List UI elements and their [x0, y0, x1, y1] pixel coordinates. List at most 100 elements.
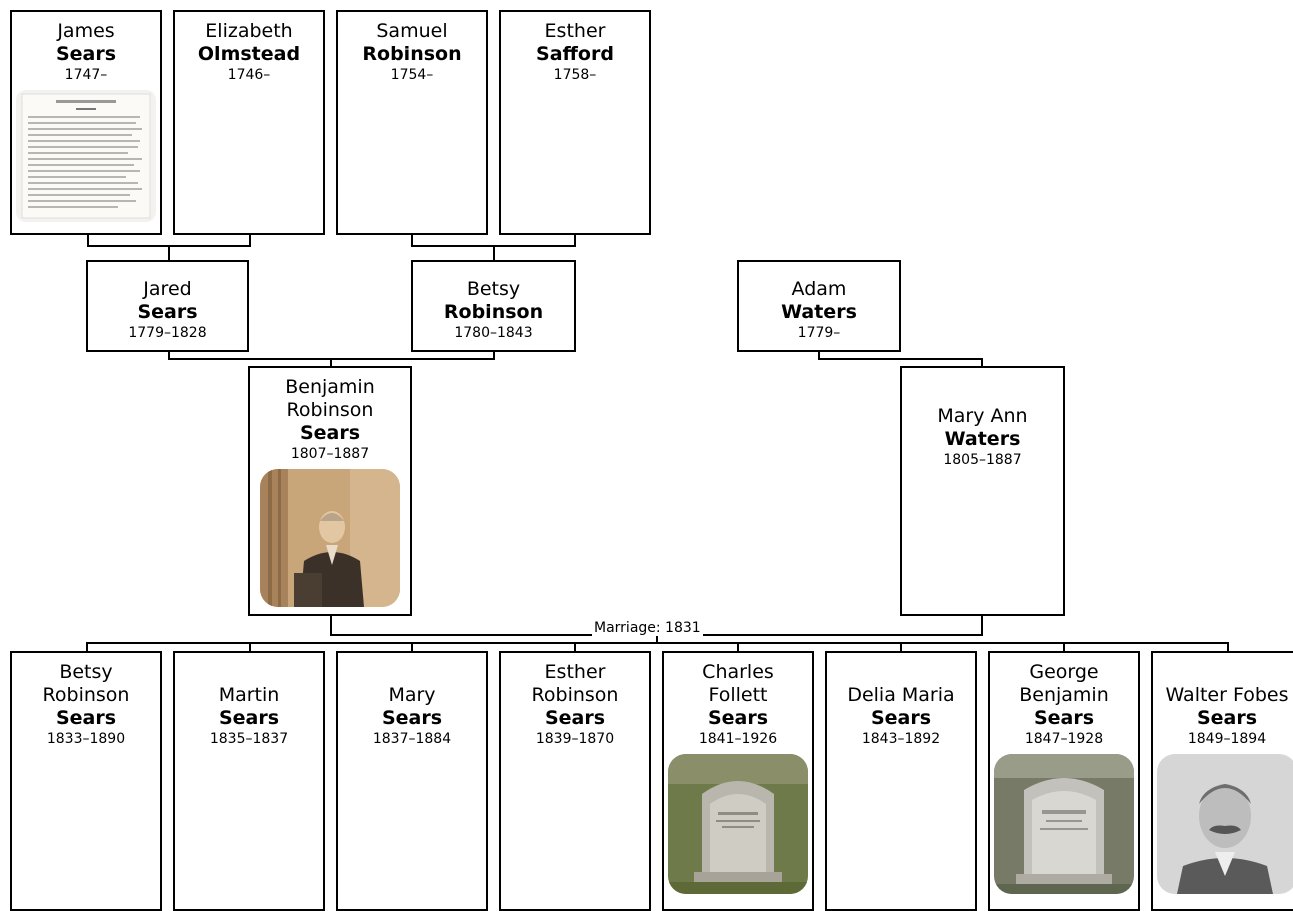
life-dates: 1747–: [64, 67, 108, 83]
life-dates: 1805–1887: [943, 452, 1022, 468]
person-card-adam-waters[interactable]: Adam Waters 1779–: [737, 260, 901, 352]
surname: Sears: [299, 422, 361, 444]
given-name: Samuel: [376, 20, 448, 42]
given-name: Betsy: [466, 278, 521, 300]
surname: Sears: [381, 707, 443, 729]
life-dates: 1754–: [390, 67, 434, 83]
connector-line: [411, 233, 413, 247]
middle-name: Robinson: [42, 684, 130, 706]
life-dates: 1758–: [553, 67, 597, 83]
person-card-walter-fobes-sears[interactable]: Walter Fobes Sears 1849–1894: [1151, 651, 1293, 911]
surname: Sears: [137, 301, 198, 323]
life-dates: 1837–1884: [372, 731, 452, 747]
connector-line: [737, 642, 739, 653]
surname: Sears: [55, 43, 117, 65]
surname: Sears: [1196, 707, 1258, 729]
person-card-mary-ann-waters[interactable]: Mary Ann Waters 1805–1887: [900, 366, 1065, 616]
surname: Waters: [781, 301, 857, 323]
surname: Sears: [55, 707, 117, 729]
connector-line: [574, 642, 576, 653]
given-name: Walter Fobes: [1165, 684, 1289, 706]
person-card-betsy-robinson-sears[interactable]: Betsy Robinson Sears 1833–1890: [10, 651, 162, 911]
connector-line: [1227, 642, 1229, 653]
connector-line: [168, 350, 170, 360]
person-card-jared-sears[interactable]: Jared Sears 1779–1828: [86, 260, 249, 352]
connector-line: [330, 358, 332, 368]
surname: Sears: [218, 707, 280, 729]
connector-line: [86, 642, 88, 653]
person-card-esther-safford[interactable]: Esther Safford 1758–: [499, 10, 651, 235]
given-name: James: [57, 20, 115, 42]
surname: Safford: [536, 43, 614, 65]
connector-line: [818, 350, 820, 360]
document-photo: [16, 90, 156, 222]
person-card-benjamin-robinson-sears[interactable]: Benjamin Robinson Sears 1807–1887: [248, 366, 412, 616]
marriage-label: Marriage: 1831: [592, 620, 703, 636]
connector-line: [981, 358, 983, 368]
portrait-photo: [260, 469, 400, 607]
person-card-elizabeth-olmstead[interactable]: Elizabeth Olmstead 1746–: [173, 10, 325, 235]
middle-name: Follett: [708, 684, 768, 706]
connector-line: [87, 233, 89, 247]
given-name: Esther: [544, 661, 606, 683]
surname: Sears: [544, 707, 606, 729]
given-name: Martin: [218, 684, 280, 706]
surname: Sears: [707, 707, 769, 729]
connector-line: [86, 642, 1229, 644]
person-card-george-benjamin-sears[interactable]: George Benjamin Sears 1847–1928: [988, 651, 1140, 911]
connector-line: [981, 614, 983, 636]
life-dates: 1849–1894: [1187, 731, 1267, 747]
life-dates: 1843–1892: [861, 731, 941, 747]
surname: Robinson: [362, 43, 462, 65]
person-card-james-sears[interactable]: James Sears 1747–: [10, 10, 162, 235]
given-name: Charles: [702, 661, 774, 683]
given-name: Adam: [791, 278, 847, 300]
life-dates: 1835–1837: [209, 731, 289, 747]
life-dates: 1779–1828: [128, 325, 207, 341]
person-card-delia-maria-sears[interactable]: Delia Maria Sears 1843–1892: [825, 651, 977, 911]
connector-line: [168, 245, 170, 262]
connector-line: [249, 642, 251, 653]
person-card-esther-robinson-sears[interactable]: Esther Robinson Sears 1839–1870: [499, 651, 651, 911]
given-name: George: [1029, 661, 1099, 683]
connector-line: [656, 634, 658, 644]
middle-name: Robinson: [286, 399, 374, 421]
gravestone-photo: [994, 754, 1134, 894]
life-dates: 1779–: [797, 325, 841, 341]
life-dates: 1847–1928: [1024, 731, 1104, 747]
given-name: Elizabeth: [205, 20, 293, 42]
gravestone-photo: [668, 754, 808, 894]
given-name: Betsy: [59, 661, 113, 683]
portrait-photo: [1157, 754, 1293, 894]
connector-line: [249, 233, 251, 247]
connector-line: [1063, 642, 1065, 653]
connector-line: [330, 614, 332, 636]
person-card-charles-follett-sears[interactable]: Charles Follett Sears 1841–1926: [662, 651, 814, 911]
surname: Sears: [870, 707, 932, 729]
given-name: Mary Ann: [937, 405, 1028, 427]
life-dates: 1780–1843: [454, 325, 533, 341]
person-card-mary-sears[interactable]: Mary Sears 1837–1884: [336, 651, 488, 911]
connector-line: [818, 358, 983, 360]
life-dates: 1833–1890: [46, 731, 126, 747]
middle-name: Robinson: [531, 684, 619, 706]
life-dates: 1746–: [227, 67, 271, 83]
surname: Sears: [1033, 707, 1095, 729]
given-name: Esther: [544, 20, 606, 42]
given-name: Jared: [143, 278, 192, 300]
connector-line: [574, 233, 576, 247]
person-card-betsy-robinson[interactable]: Betsy Robinson 1780–1843: [411, 260, 576, 352]
person-card-martin-sears[interactable]: Martin Sears 1835–1837: [173, 651, 325, 911]
person-card-samuel-robinson[interactable]: Samuel Robinson 1754–: [336, 10, 488, 235]
given-name: Mary: [388, 684, 436, 706]
life-dates: 1839–1870: [535, 731, 615, 747]
given-name: Delia Maria: [847, 684, 955, 706]
life-dates: 1807–1887: [290, 446, 370, 462]
life-dates: 1841–1926: [698, 731, 778, 747]
given-name: Benjamin: [285, 376, 375, 398]
connector-line: [900, 642, 902, 653]
connector-line: [493, 350, 495, 360]
surname: Olmstead: [197, 43, 301, 65]
surname: Robinson: [443, 301, 544, 323]
connector-line: [411, 642, 413, 653]
